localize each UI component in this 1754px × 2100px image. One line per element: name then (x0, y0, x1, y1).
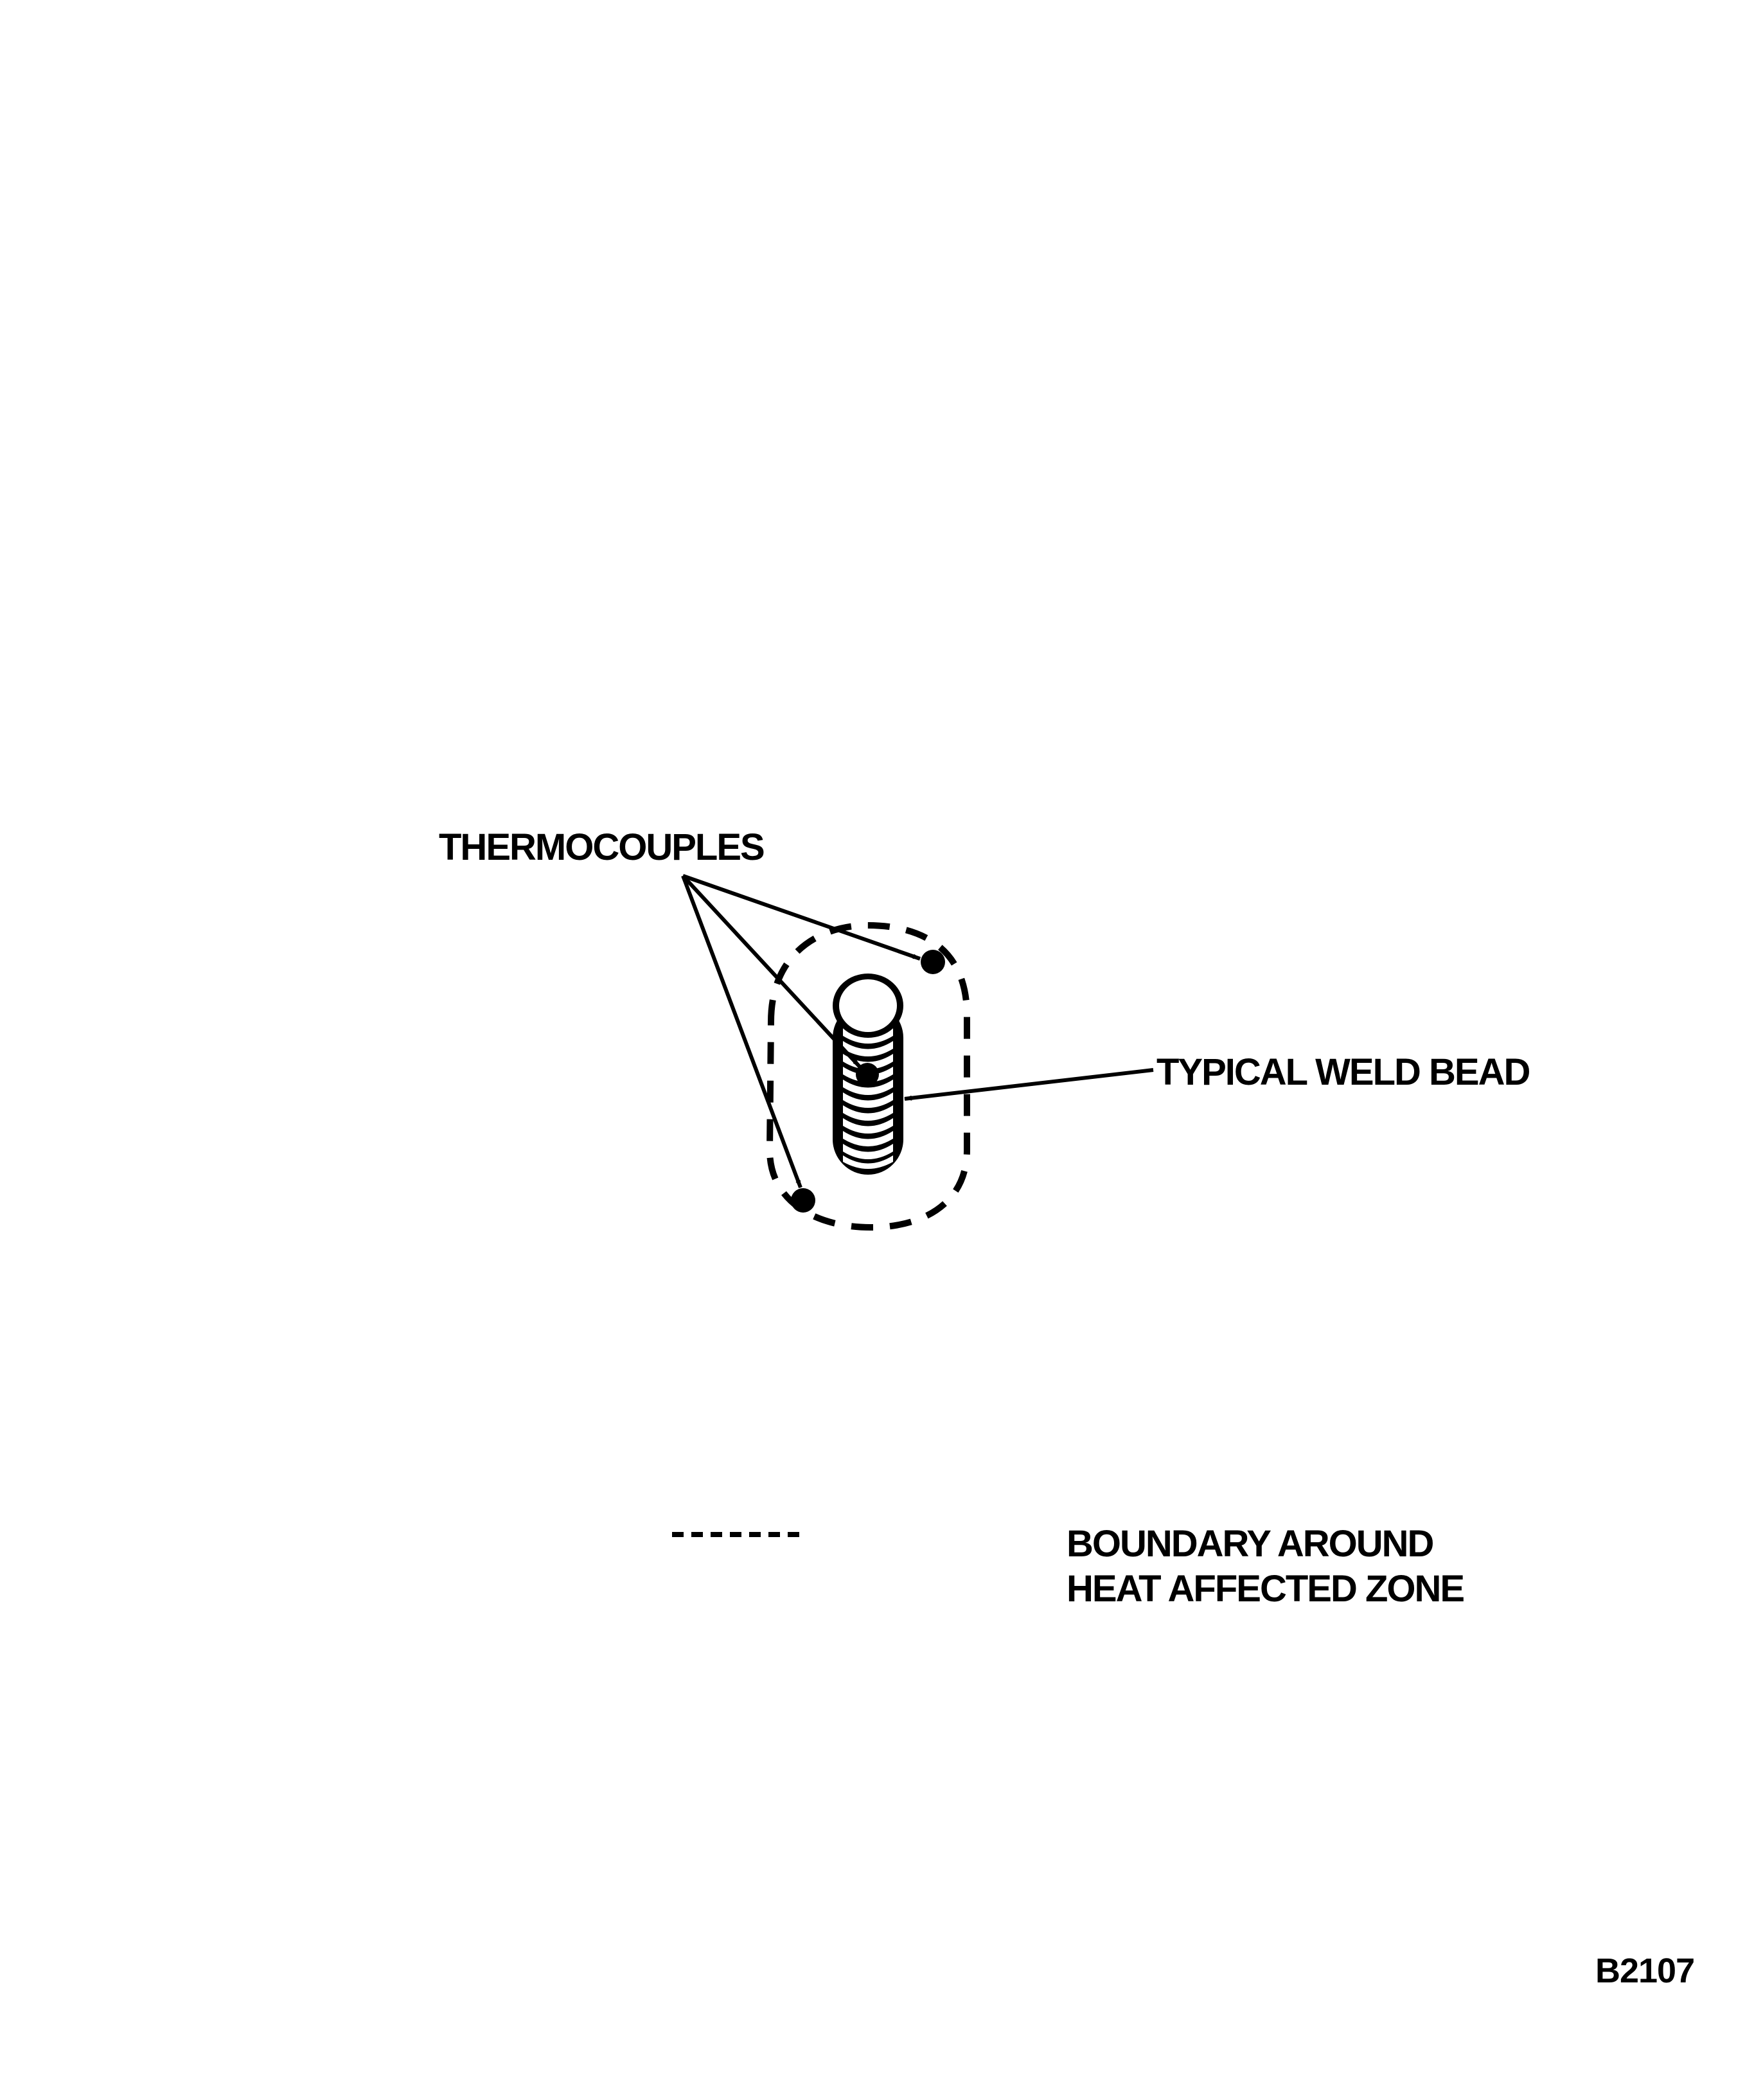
weld-bead-leader-arrow (904, 1068, 1154, 1101)
legend-label: BOUNDARY AROUND HEAT AFFECTED ZONE (1067, 1522, 1465, 1612)
figure-id: B2107 (1595, 1952, 1695, 1990)
legend-line-2: HEAT AFFECTED ZONE (1067, 1568, 1465, 1610)
thermocouple-leader-arrows (681, 874, 921, 1189)
thermocouple-bottom-left (791, 1188, 815, 1213)
thermocouple-center (856, 1063, 879, 1086)
thermocouple-top-right (921, 950, 945, 974)
weld-bead-label: TYPICAL WELD BEAD (1156, 1051, 1530, 1093)
heat-affected-zone-boundary (766, 921, 970, 1231)
thermocouples-label: THERMOCOUPLES (439, 826, 765, 868)
weld-bead (833, 974, 903, 1175)
legend-line-1: BOUNDARY AROUND (1067, 1523, 1434, 1565)
